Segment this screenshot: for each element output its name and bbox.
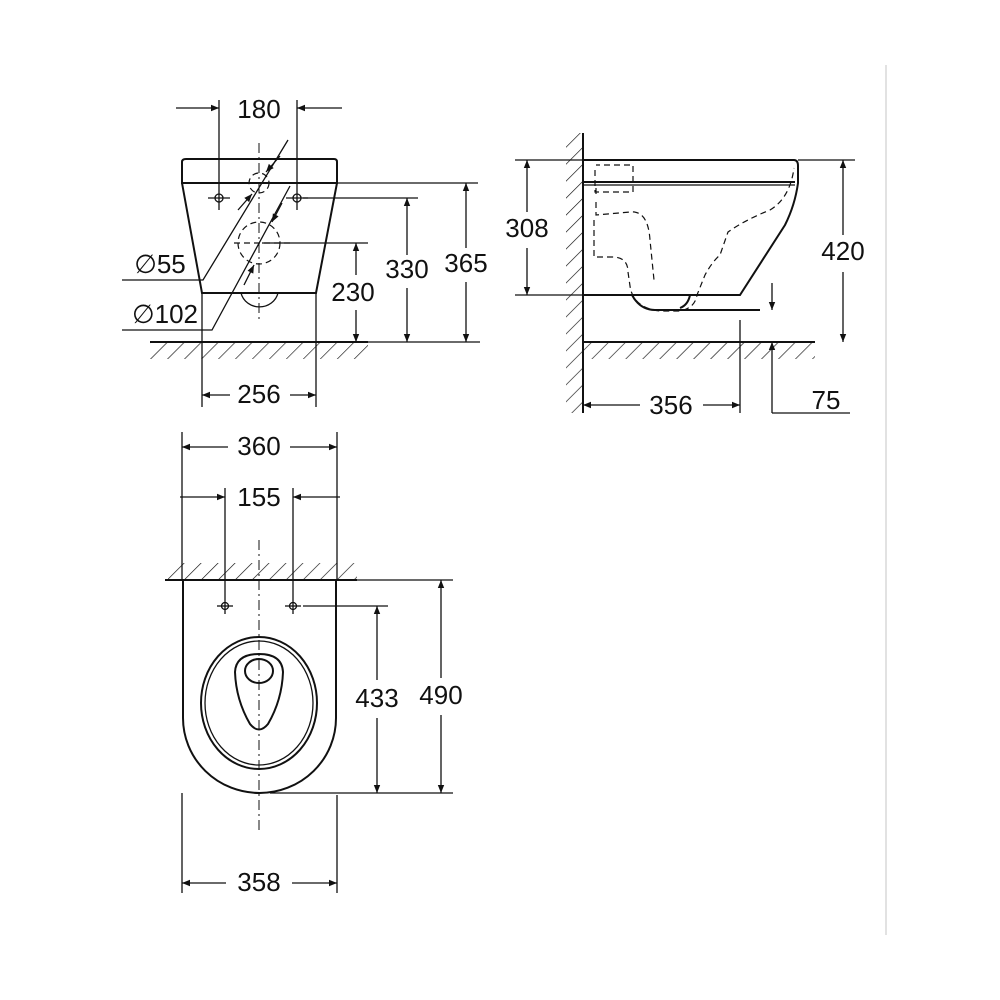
dim-358-label: 358 xyxy=(237,867,280,897)
inlet-circle-55 xyxy=(248,172,270,194)
dim-230-label: 230 xyxy=(331,277,374,307)
dim-75-label: 75 xyxy=(812,385,841,415)
dim-433-label: 433 xyxy=(355,683,398,713)
bowl-outline-top xyxy=(182,580,337,794)
dim-365-label: 365 xyxy=(444,248,487,278)
front-view: 180 256 ∅55 ∅102 230 330 365 xyxy=(122,94,488,409)
dim-diameter-102-label: ∅102 xyxy=(132,299,198,329)
bowl-outline xyxy=(583,159,799,296)
dim-360-label: 360 xyxy=(237,431,280,461)
seat-rim xyxy=(181,158,338,184)
side-view: 308 420 356 75 xyxy=(505,133,865,420)
wall-hatch xyxy=(566,133,582,413)
dim-diameter-55-label: ∅55 xyxy=(134,249,186,279)
dim-356-label: 356 xyxy=(649,390,692,420)
floor-hatch xyxy=(584,343,815,359)
dim-155-label: 155 xyxy=(237,482,280,512)
dim-256-label: 256 xyxy=(237,379,280,409)
dim-490-label: 490 xyxy=(419,680,462,710)
mounting-hole-left xyxy=(217,598,233,614)
dim-330-label: 330 xyxy=(385,254,428,284)
wall-hatch xyxy=(168,563,357,579)
dim-308-label: 308 xyxy=(505,213,548,243)
dim-420-label: 420 xyxy=(821,236,864,266)
top-view: 360 155 433 490 358 xyxy=(165,431,463,897)
dim-180-label: 180 xyxy=(237,94,280,124)
mounting-hole-right xyxy=(285,598,301,614)
floor-hatch xyxy=(150,343,368,359)
internal-trapway xyxy=(593,164,795,312)
drain-trap xyxy=(631,294,760,311)
